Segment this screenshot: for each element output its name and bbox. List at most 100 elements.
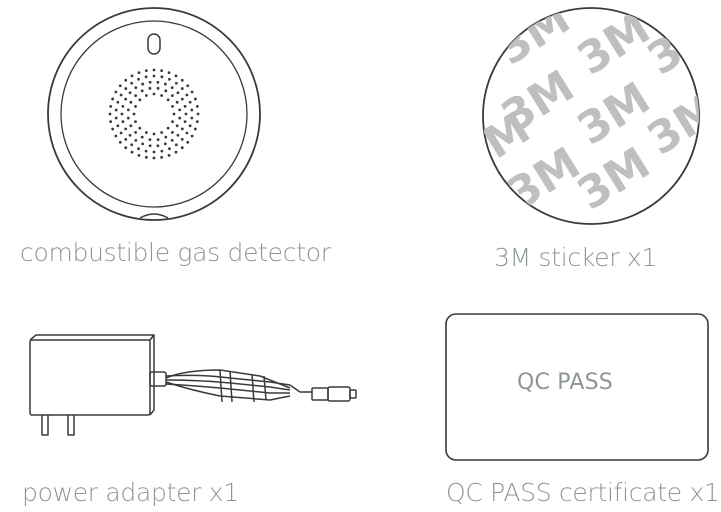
vent-hole bbox=[121, 120, 125, 124]
vent-hole bbox=[111, 97, 115, 101]
vent-hole bbox=[152, 150, 156, 154]
vent-hole bbox=[120, 112, 124, 116]
vent-hole bbox=[180, 87, 184, 90]
vent-hole bbox=[163, 82, 167, 86]
vent-hole bbox=[138, 98, 142, 102]
vent-hole bbox=[109, 120, 113, 124]
vent-hole bbox=[128, 91, 132, 95]
vent-hole bbox=[167, 71, 171, 75]
vent-hole bbox=[167, 153, 171, 157]
vent-hole bbox=[164, 89, 168, 93]
vent-hole bbox=[116, 100, 120, 104]
vent-hole bbox=[111, 127, 115, 131]
vent-hole bbox=[119, 93, 123, 97]
vent-hole bbox=[118, 84, 122, 88]
vent-hole bbox=[144, 155, 148, 159]
vent-hole bbox=[144, 149, 148, 153]
vent-hole bbox=[134, 130, 138, 134]
vent-hole bbox=[180, 146, 184, 150]
vent-hole bbox=[176, 133, 180, 137]
vent-hole bbox=[160, 94, 164, 97]
vent-hole bbox=[168, 147, 171, 151]
vent-hole bbox=[114, 134, 118, 138]
vent-hole bbox=[126, 116, 130, 120]
vent-hole bbox=[114, 116, 118, 120]
vent-hole bbox=[144, 75, 148, 79]
vent-hole bbox=[134, 120, 137, 124]
vent-hole bbox=[163, 142, 167, 146]
vent-hole bbox=[188, 100, 192, 104]
vent-hole bbox=[183, 104, 187, 108]
vent-hole bbox=[160, 131, 164, 134]
vent-hole bbox=[183, 120, 187, 124]
certificate-card-text: QC PASS bbox=[517, 370, 613, 395]
vent-hole bbox=[170, 138, 174, 142]
vent-hole bbox=[130, 150, 134, 154]
vent-hole bbox=[180, 78, 184, 82]
vent-hole bbox=[156, 80, 160, 84]
vent-hole bbox=[130, 81, 134, 85]
vent-hole bbox=[186, 84, 190, 88]
vent-hole bbox=[137, 71, 141, 75]
vent-hole bbox=[188, 124, 192, 128]
vent-hole bbox=[124, 87, 128, 90]
vent-hole bbox=[124, 138, 128, 141]
vent-hole bbox=[166, 98, 170, 102]
vent-hole bbox=[171, 104, 174, 108]
sticker-caption: 3M sticker x1 bbox=[494, 243, 657, 272]
vent-hole bbox=[180, 97, 184, 101]
vent-hole bbox=[148, 144, 152, 148]
vent-hole bbox=[148, 138, 152, 142]
power-adapter-caption: power adapter x1 bbox=[22, 478, 239, 507]
vent-hole bbox=[114, 108, 118, 112]
vent-hole bbox=[126, 108, 130, 112]
vent-hole bbox=[180, 138, 184, 141]
vent-hole bbox=[160, 155, 164, 159]
vent-hole bbox=[130, 74, 134, 78]
vent-hole bbox=[137, 77, 140, 81]
vent-hole bbox=[124, 127, 128, 131]
vent-hole bbox=[175, 124, 179, 128]
vent-hole bbox=[156, 138, 160, 142]
power-adapter-icon bbox=[29, 334, 357, 436]
certificate-card-icon bbox=[445, 313, 709, 461]
gas-detector-caption: combustible gas detector bbox=[20, 238, 331, 267]
vent-hole bbox=[148, 86, 152, 90]
vent-hole bbox=[148, 80, 152, 84]
vent-hole bbox=[195, 104, 199, 108]
vent-hole bbox=[178, 108, 182, 112]
vent-hole bbox=[119, 131, 123, 135]
vent-hole bbox=[160, 149, 164, 153]
vent-hole bbox=[193, 127, 197, 131]
vent-hole bbox=[152, 156, 156, 160]
vent-hole bbox=[134, 104, 137, 108]
vent-hole bbox=[184, 112, 188, 116]
vent-hole bbox=[124, 146, 128, 150]
vent-hole bbox=[144, 69, 148, 73]
vent-hole bbox=[140, 89, 144, 93]
certificate-caption: QC PASS certificate x1 bbox=[446, 478, 720, 507]
vent-hole bbox=[193, 97, 197, 101]
vent-hole bbox=[186, 140, 190, 144]
vent-hole bbox=[185, 131, 189, 135]
vent-hole bbox=[190, 134, 194, 138]
vent-hole bbox=[168, 77, 171, 81]
vent-hole bbox=[190, 116, 194, 120]
vent-hole bbox=[118, 140, 122, 144]
vent-hole bbox=[140, 135, 144, 139]
vent-hole bbox=[134, 86, 138, 90]
vent-hole bbox=[124, 78, 128, 82]
vent-hole bbox=[129, 124, 133, 128]
vent-hole bbox=[132, 112, 136, 116]
vent-hole bbox=[137, 147, 140, 151]
vent-hole bbox=[174, 150, 178, 154]
vent-hole bbox=[156, 86, 160, 90]
sticker-icon: 3M 3M 3M 3M 3M 3M 3M 3M 3M bbox=[482, 7, 700, 225]
vent-hole bbox=[156, 144, 160, 148]
vent-hole bbox=[152, 68, 156, 72]
vent-hole bbox=[141, 82, 145, 86]
vent-hole bbox=[196, 112, 200, 116]
vent-hole bbox=[152, 132, 156, 136]
vent-hole bbox=[195, 120, 199, 124]
vent-hole bbox=[108, 112, 112, 116]
